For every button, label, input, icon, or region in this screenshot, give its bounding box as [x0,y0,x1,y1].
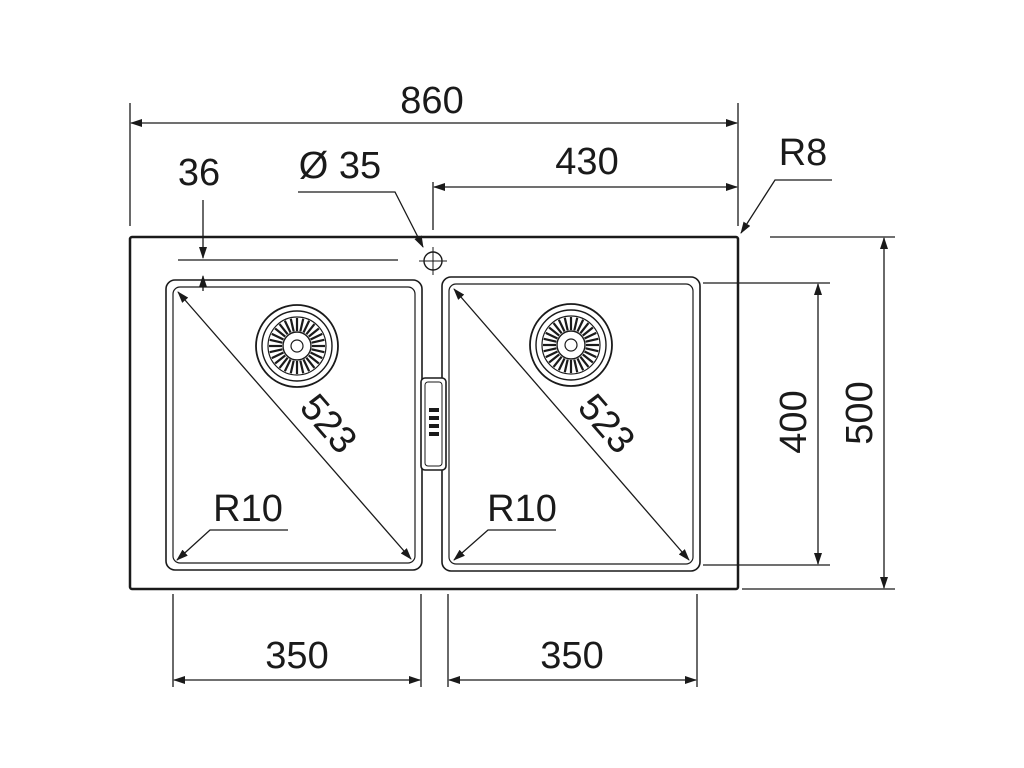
bowl-depth-label: 400 [773,390,815,453]
drain-slot [289,360,295,374]
drain-slot [563,317,569,331]
drain-slot [311,348,325,354]
outer-corner-radius-label: R8 [779,132,828,174]
left-bowl-inner [172,286,416,564]
drain-slot [299,318,305,332]
overflow-slot [420,377,447,471]
right-bowl-width-label: 350 [540,635,603,677]
right-bowl-inner [448,283,694,565]
drain-slot [543,337,557,343]
outer-radius-leader [740,179,832,234]
drain-slot [543,347,557,353]
right-bowl-radius-leader [453,529,556,561]
tap-hole-diameter-label: Ø 35 [299,145,381,187]
tap-hole-leader [298,191,424,248]
right-drain-icon [529,303,613,387]
sink-outer-edge [128,235,740,591]
half-width-label: 430 [555,141,618,183]
drain-slot [585,347,599,353]
drain-slot [269,338,283,344]
drain-slot [585,337,599,343]
left-bowl-corner-radius-label: R10 [213,488,283,530]
left-bowl-diagonal-label: 523 [291,386,364,461]
drain-slot [311,338,325,344]
left-drain-icon [255,304,339,388]
tap-hole [419,247,447,275]
drain-center [282,331,312,361]
drain-slot [563,359,569,373]
left-bowl-radius-leader [176,529,288,561]
overall-depth-label: 500 [839,381,881,444]
drain-slot [289,318,295,332]
dimension-lines [129,103,895,687]
right-bowl-corner-radius-label: R10 [487,488,557,530]
drain-slot [573,359,579,373]
drain-slot [573,317,579,331]
sink-body [128,235,740,591]
right-bowl-diagonal-label: 523 [569,386,642,461]
left-bowl-width-label: 350 [265,635,328,677]
drain-slot [299,360,305,374]
left-bowl-diagonal-line [177,291,412,560]
overall-width-label: 860 [400,80,463,122]
bowl-offset-label: 36 [178,152,220,194]
drain-slot [269,348,283,354]
drain-center [556,330,586,360]
right-bowl-diagonal-line [453,288,690,561]
